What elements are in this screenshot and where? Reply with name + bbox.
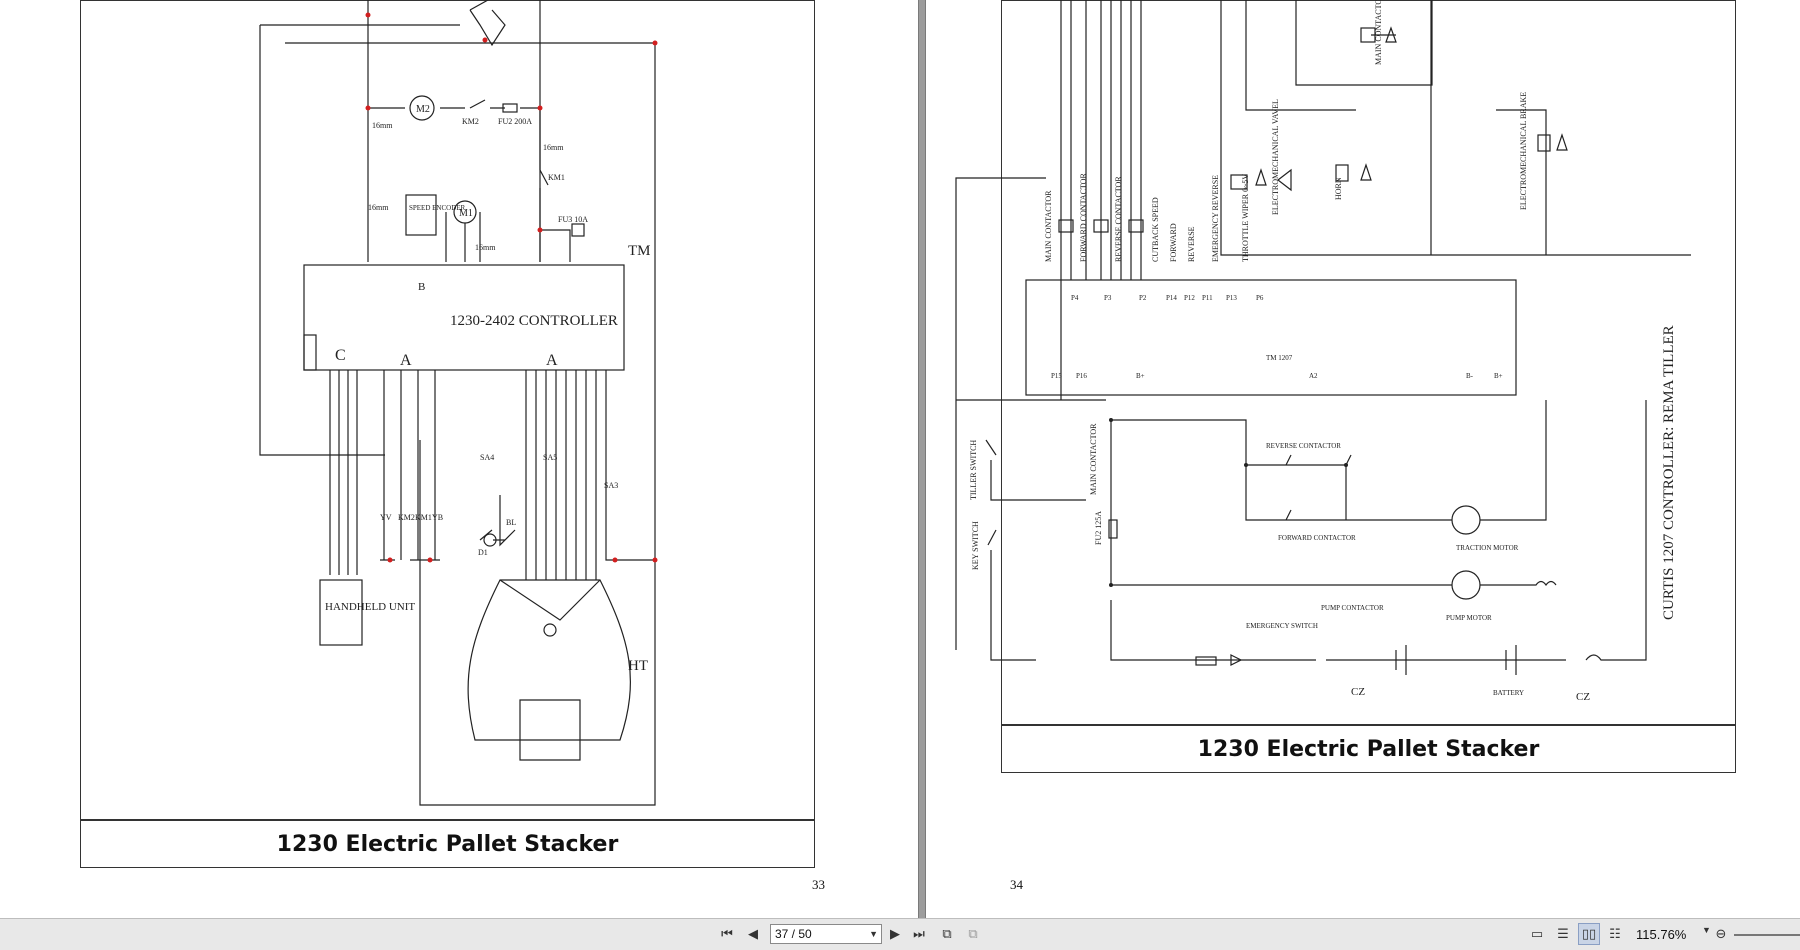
km2-coil-label: KM2 xyxy=(398,513,415,522)
p12-label: P12 xyxy=(1184,294,1195,302)
main-contactor-top-label: MAIN CONTACTOR xyxy=(1374,0,1383,65)
last-page-icon[interactable]: ⏭ xyxy=(913,926,925,942)
cz1-label: CZ xyxy=(1351,686,1365,698)
a2-label: A2 xyxy=(1309,372,1318,380)
p2-label: P2 xyxy=(1139,294,1147,302)
wire-16mm-2: 16mm xyxy=(368,203,389,212)
traction-motor-label: TRACTION MOTOR xyxy=(1456,544,1519,552)
wire-16mm-3: 16mm xyxy=(475,243,496,252)
first-page-icon[interactable]: ⏮ xyxy=(721,926,733,942)
controller-label: 1230-2402 CONTROLLER xyxy=(450,313,618,329)
page-number-field[interactable]: 37 / 50 ▼ xyxy=(770,924,882,944)
next-page-icon[interactable]: ▶ xyxy=(890,926,900,942)
back-view-icon[interactable]: ⧉ xyxy=(942,926,952,942)
main-contactor-2-label: MAIN CONTACTOR xyxy=(1089,423,1098,495)
emergency-switch-label: EMERGENCY SWITCH xyxy=(1246,622,1318,630)
left-page-number: 33 xyxy=(812,877,825,892)
d1-label: D1 xyxy=(478,548,488,557)
bplus2-label: B+ xyxy=(1494,372,1503,380)
continuous-icon[interactable]: ☰ xyxy=(1557,926,1569,942)
connector-b-label: B xyxy=(418,281,425,293)
tm-label: TM xyxy=(628,243,651,259)
left-page-frame xyxy=(80,0,815,820)
handheld-label: HANDHELD UNIT xyxy=(325,601,415,613)
m2-label: M2 xyxy=(416,104,430,115)
tiller-switch-label: TILLER SWITCH xyxy=(969,440,978,500)
km1-label: KM1 xyxy=(548,173,565,182)
p13-label: P13 xyxy=(1226,294,1237,302)
cutback-speed-label: CUTBACK SPEED xyxy=(1151,197,1160,262)
yv-label: YV xyxy=(380,513,392,522)
fu2-label: FU2 200A xyxy=(498,117,532,126)
sa3-label: SA3 xyxy=(604,481,618,490)
p6-label: P6 xyxy=(1256,294,1264,302)
electromechanical-valve-label: ELECTROMECHANICAL VAVEL xyxy=(1271,99,1280,215)
zoom-out-icon[interactable]: ⊖ xyxy=(1715,926,1727,942)
right-schematic: MAIN CONTACTOR FORWARD CONTACTOR REVERSE… xyxy=(955,0,1691,703)
continuous-facing-icon[interactable]: ☷ xyxy=(1609,926,1621,942)
zoom-dropdown-icon[interactable]: ▼ xyxy=(1702,925,1711,935)
p4-label: P4 xyxy=(1071,294,1079,302)
electromechanical-brake-label: ELECTROMECHANICAL BRAKE xyxy=(1519,92,1528,210)
forward-contactor-label: FORWARD CONTACTOR xyxy=(1079,173,1088,262)
connector-c-label: C xyxy=(335,347,346,364)
reverse-contactor-2-label: REVERSE CONTACTOR xyxy=(1266,442,1341,450)
page-number-value: 37 / 50 xyxy=(775,927,812,941)
zoom-level[interactable]: 115.76% xyxy=(1636,927,1687,942)
left-page: 1230-2402 CONTROLLER TM HT HANDHELD UNIT… xyxy=(0,0,918,918)
throttle-wiper-label: THROTTLE WIPER 0~5V xyxy=(1241,174,1250,262)
right-page-caption: 1230 Electric Pallet Stacker xyxy=(1001,725,1736,773)
right-page-number: 34 xyxy=(1010,877,1023,892)
left-page-caption: 1230 Electric Pallet Stacker xyxy=(80,820,815,868)
bminus-label: B- xyxy=(1466,372,1474,380)
reverse-contactor-label: REVERSE CONTACTOR xyxy=(1114,176,1123,262)
wire-16mm-1: 16mm xyxy=(372,121,393,130)
single-page-icon[interactable]: ▭ xyxy=(1530,926,1544,942)
forward-contactor-2-label: FORWARD CONTACTOR xyxy=(1278,534,1356,542)
controller-tm-label: TM 1207 xyxy=(1266,354,1293,362)
ht-label: HT xyxy=(628,658,648,674)
pump-contactor-label: PUMP CONTACTOR xyxy=(1321,604,1384,612)
p11-label: P11 xyxy=(1202,294,1213,302)
viewer-toolbar: ⏮ ◀ 37 / 50 ▼ ▶ ⏭ ⧉ ⧉ ▭ ☰ ▯▯ ☷ 115.76% ▼… xyxy=(0,918,1800,950)
km1-coil-label: KM1 xyxy=(415,513,432,522)
emergency-reverse-label: EMERGENCY REVERSE xyxy=(1211,175,1220,262)
right-page-frame xyxy=(1001,0,1736,725)
connector-a2-label: A xyxy=(546,352,558,369)
left-schematic: 1230-2402 CONTROLLER TM HT HANDHELD UNIT… xyxy=(259,0,658,806)
cz2-label: CZ xyxy=(1576,691,1590,703)
horn-label: HORN xyxy=(1334,177,1343,200)
wire-16mm-4: 16mm xyxy=(543,143,564,152)
facing-icon[interactable]: ▯▯ xyxy=(1578,923,1600,945)
document-viewer[interactable]: 1230-2402 CONTROLLER TM HT HANDHELD UNIT… xyxy=(0,0,1800,918)
yb-label: YB xyxy=(432,513,443,522)
p16-label: P16 xyxy=(1076,372,1087,380)
prev-page-icon[interactable]: ◀ xyxy=(748,926,758,942)
vertical-title: CURTIS 1207 CONTROLLER: REMA TILLER xyxy=(1661,325,1677,620)
zoom-slider[interactable] xyxy=(1734,934,1800,936)
sa5-label: SA5 xyxy=(543,453,557,462)
p3-label: P3 xyxy=(1104,294,1112,302)
p14-label: P14 xyxy=(1166,294,1177,302)
reverse-label: REVERSE xyxy=(1187,226,1196,262)
key-switch-label: KEY SWITCH xyxy=(971,521,980,570)
km2-label: KM2 xyxy=(462,117,479,126)
bplus-label: B+ xyxy=(1136,372,1145,380)
main-contactor-label: MAIN CONTACTOR xyxy=(1044,190,1053,262)
right-page: MAIN CONTACTOR FORWARD CONTACTOR REVERSE… xyxy=(926,0,1800,918)
bl-label: BL xyxy=(506,518,516,527)
p15-label: P15 xyxy=(1051,372,1062,380)
m1-label: M1 xyxy=(459,208,473,219)
page-dropdown-icon[interactable]: ▼ xyxy=(869,929,878,939)
fu2-label: FU2 125A xyxy=(1094,511,1103,545)
fu3-label: FU3 10A xyxy=(558,215,588,224)
sa4-label: SA4 xyxy=(480,453,494,462)
page-separator xyxy=(918,0,926,918)
battery-label: BATTERY xyxy=(1493,689,1524,697)
forward-view-icon[interactable]: ⧉ xyxy=(968,926,978,942)
connector-a1-label: A xyxy=(400,352,412,369)
forward-label: FORWARD xyxy=(1169,223,1178,262)
speed-encoder-label: SPEED ENCODER xyxy=(409,204,466,212)
pump-motor-label: PUMP MOTOR xyxy=(1446,614,1492,622)
